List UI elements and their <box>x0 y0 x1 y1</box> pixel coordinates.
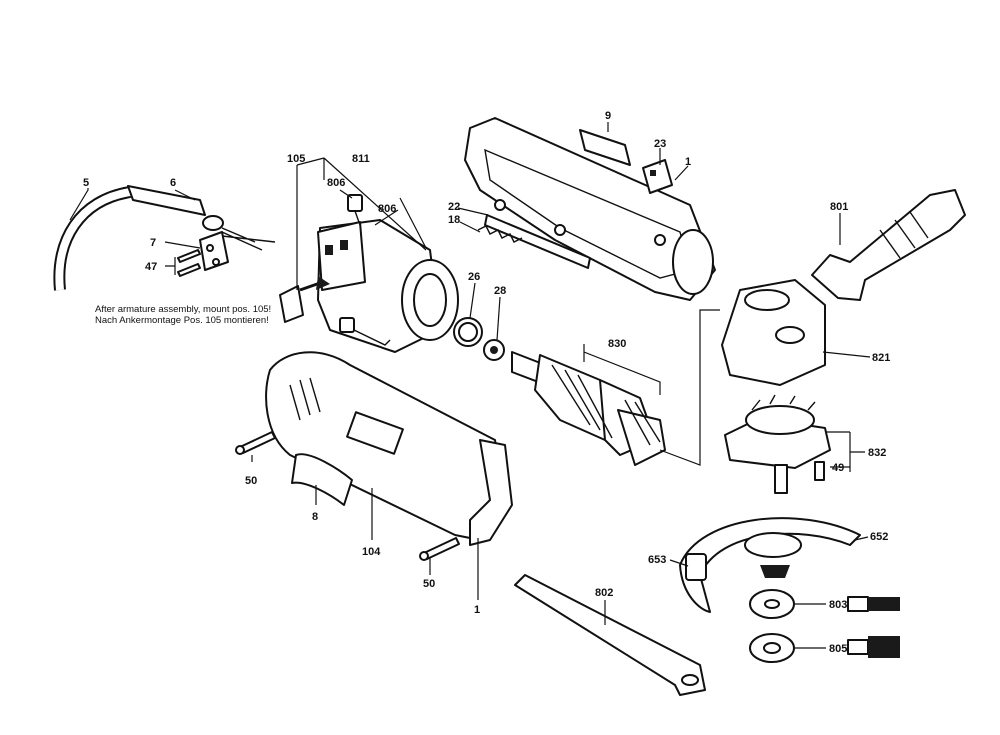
housing-screw-lower <box>419 537 460 561</box>
bearing-ring <box>453 317 483 347</box>
armature <box>511 351 666 466</box>
clamp-screws <box>177 249 201 277</box>
label-8: 8 <box>312 511 318 523</box>
assembly-note-de: Nach Ankermontage Pos. 105 montieren! <box>95 315 269 326</box>
auxiliary-handle <box>811 189 966 301</box>
locking-nut <box>749 589 795 619</box>
guard-clamp-label <box>685 553 707 581</box>
label-803: 803 <box>829 599 847 611</box>
label-830: 830 <box>608 338 626 350</box>
switch-slide-rod <box>484 214 591 269</box>
stator-field-assembly <box>317 219 459 353</box>
clamping-flange <box>749 633 795 663</box>
flange-screw <box>814 461 825 481</box>
compression-spring <box>477 225 523 243</box>
label-9: 9 <box>605 110 611 122</box>
label-832: 832 <box>868 447 886 459</box>
carbon-brush-upper <box>347 194 363 226</box>
label-49: 49 <box>832 462 844 474</box>
part-labels: 5 6 7 47 105 811 806 806 9 23 1 22 18 26… <box>83 110 890 655</box>
leader-lines <box>69 122 871 649</box>
label-821: 821 <box>872 352 890 364</box>
label-801: 801 <box>830 201 848 213</box>
switch-button <box>642 159 673 194</box>
label-5: 5 <box>83 177 89 189</box>
motor-housing-upper <box>464 117 716 301</box>
rating-plate <box>579 129 631 166</box>
type-plate <box>291 453 353 506</box>
motor-housing-lower <box>265 351 513 546</box>
carbon-brush-lower <box>339 317 391 346</box>
label-22: 22 <box>448 201 460 213</box>
label-802: 802 <box>595 587 613 599</box>
label-1-bottom: 1 <box>474 604 480 616</box>
label-653: 653 <box>648 554 666 566</box>
label-105: 105 <box>287 153 305 165</box>
label-47: 47 <box>145 261 157 273</box>
cable-clamp <box>199 231 229 271</box>
label-811: 811 <box>352 153 370 165</box>
flange-orientation-icon <box>847 636 900 658</box>
bearing-flange <box>724 394 831 494</box>
label-6: 6 <box>170 177 176 189</box>
label-104: 104 <box>362 546 381 558</box>
assembly-note: After armature assembly, mount pos. 105!… <box>95 304 271 326</box>
label-806a: 806 <box>327 177 345 189</box>
label-652: 652 <box>870 531 888 543</box>
label-7: 7 <box>150 237 156 249</box>
label-26: 26 <box>468 271 480 283</box>
nut-orientation-icon <box>847 596 900 612</box>
protection-guard <box>679 517 861 613</box>
label-806b: 806 <box>378 203 396 215</box>
cord-strain-relief <box>127 185 276 251</box>
gear-housing <box>721 279 826 386</box>
power-cord <box>53 186 132 291</box>
ball-bearing <box>483 339 505 361</box>
brush-holder-clip <box>279 276 330 323</box>
label-23: 23 <box>654 138 666 150</box>
label-18: 18 <box>448 214 460 226</box>
two-pin-spanner <box>514 574 706 696</box>
label-805: 805 <box>829 643 847 655</box>
assembly-note-en: After armature assembly, mount pos. 105! <box>95 304 271 315</box>
label-50-bottom: 50 <box>423 578 435 590</box>
label-50-top: 50 <box>245 475 257 487</box>
housing-screw <box>235 431 276 455</box>
label-28: 28 <box>494 285 506 297</box>
label-1-top: 1 <box>685 156 691 168</box>
